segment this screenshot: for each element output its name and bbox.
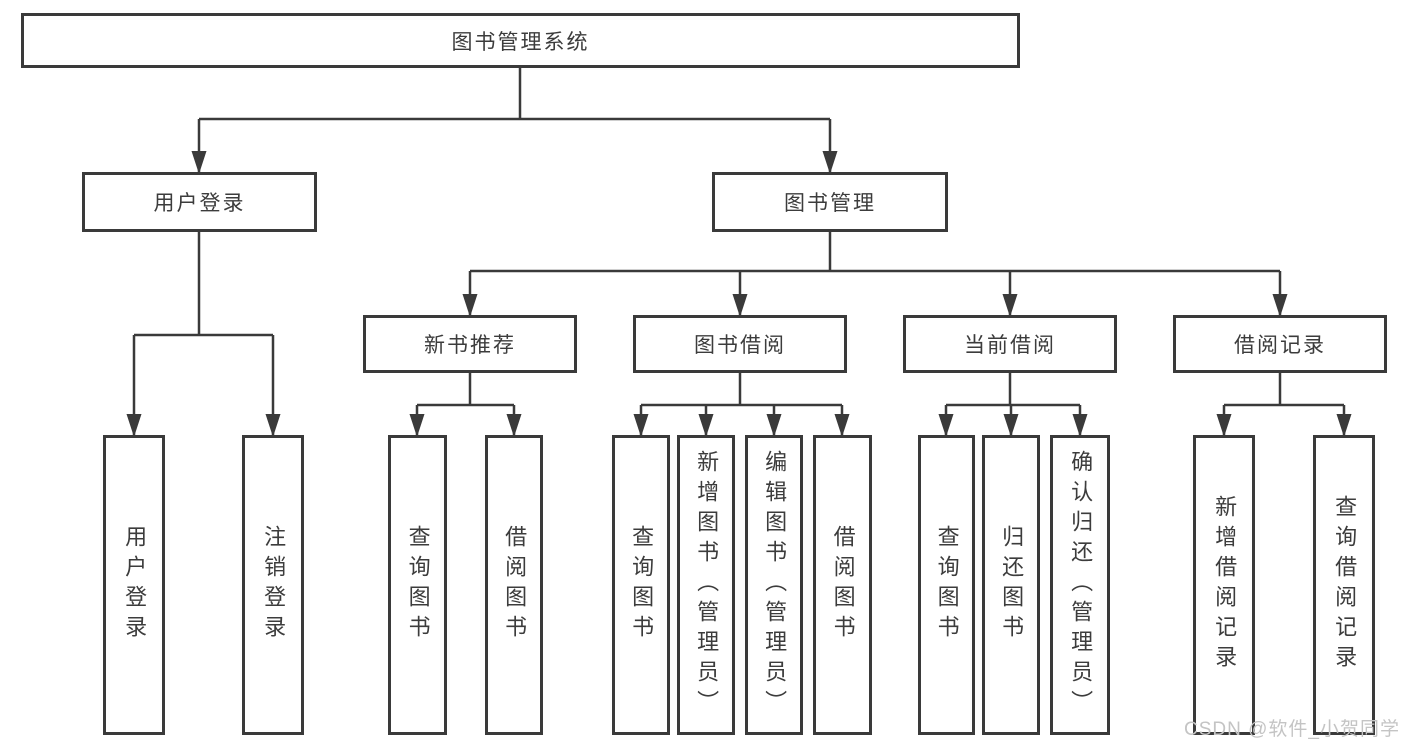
node-book-borrowing: 图书借阅 [633, 315, 847, 373]
leaf-add-borrow-record: 新增借阅记录 [1193, 435, 1255, 735]
leaf-add-books-admin: 新增图书（管理员） [677, 435, 735, 735]
leaf-query-books-borrowing: 查询图书 [612, 435, 670, 735]
leaf-user-login: 用户登录 [103, 435, 165, 735]
node-borrowing-records: 借阅记录 [1173, 315, 1387, 373]
leaf-logout: 注销登录 [242, 435, 304, 735]
csdn-watermark: CSDN @软件_小贺同学 [1184, 719, 1400, 740]
node-user-login: 用户登录 [82, 172, 317, 232]
leaf-borrow-books-recommend: 借阅图书 [485, 435, 543, 735]
leaf-return-books: 归还图书 [982, 435, 1040, 735]
leaf-confirm-return-admin: 确认归还（管理员） [1050, 435, 1110, 735]
node-new-book-recommend: 新书推荐 [363, 315, 577, 373]
leaf-query-books-recommend: 查询图书 [388, 435, 447, 735]
leaf-borrow-books: 借阅图书 [813, 435, 872, 735]
leaf-query-borrow-record: 查询借阅记录 [1313, 435, 1375, 735]
leaf-query-books-current: 查询图书 [918, 435, 975, 735]
node-root-library-system: 图书管理系统 [21, 13, 1020, 68]
node-book-management: 图书管理 [712, 172, 948, 232]
node-current-borrowing: 当前借阅 [903, 315, 1117, 373]
leaf-edit-books-admin: 编辑图书（管理员） [745, 435, 803, 735]
